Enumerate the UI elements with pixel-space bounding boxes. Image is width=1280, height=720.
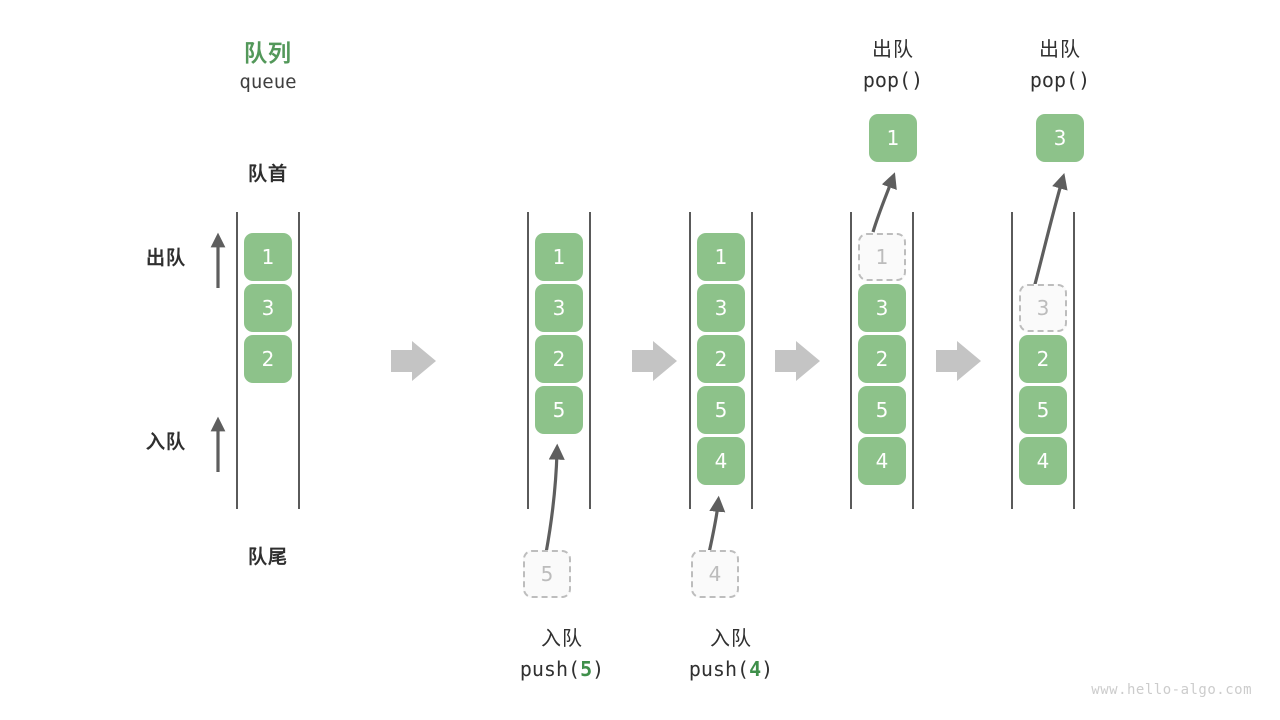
rail-right [1073,212,1075,509]
queue-column-push4: 1 3 2 5 4 [689,212,753,509]
push-arrow-4 [707,495,726,554]
queue-cell: 5 [858,386,906,434]
rail-left [850,212,852,509]
step-arrow-4 [936,341,981,381]
label-front: 队首 [247,163,288,185]
code-suffix: ) [761,657,774,681]
queue-cell: 1 [244,233,292,281]
rail-left [527,212,529,509]
caption-push5-code: push(5) [487,657,637,681]
caption-pop3-code: pop() [985,68,1135,92]
code-arg: 4 [749,657,762,681]
code-suffix: ) [592,657,605,681]
queue-cell: 3 [535,284,583,332]
incoming-cell-4: 4 [691,550,739,598]
label-enqueue-side: 入队 [146,431,187,453]
incoming-cell-5: 5 [523,550,571,598]
queue-cell: 5 [1019,386,1067,434]
queue-cell: 5 [697,386,745,434]
queue-column-pop1: 1 3 2 5 4 [850,212,914,509]
code-prefix: pop( [862,68,912,92]
queue-cell: 3 [244,284,292,332]
queue-cell: 2 [535,335,583,383]
queue-cell: 2 [1019,335,1067,383]
diagram-title-en: queue [239,71,297,93]
caption-pop1-cn: 出队 [872,37,914,61]
queue-cell: 2 [858,335,906,383]
queue-column-initial: 1 3 2 [236,212,300,509]
outgoing-cell-3: 3 [1036,114,1084,162]
queue-cell: 1 [697,233,745,281]
rail-left [1011,212,1013,509]
code-prefix: push( [519,657,581,681]
step-arrow-2 [632,341,677,381]
queue-cell: 2 [244,335,292,383]
queue-column-push5: 1 3 2 5 [527,212,591,509]
watermark: www.hello-algo.com [1091,682,1252,698]
code-suffix: ) [911,68,924,92]
rail-right [912,212,914,509]
queue-column-pop3: 3 2 5 4 [1011,212,1075,509]
queue-cell: 4 [697,437,745,485]
diagram-title-cn: 队列 [244,41,292,67]
rail-right [298,212,300,509]
step-arrow-1 [391,341,436,381]
queue-cell: 3 [858,284,906,332]
queue-cell-vacated: 1 [858,233,906,281]
queue-cell: 5 [535,386,583,434]
queue-cell: 4 [1019,437,1067,485]
queue-cell: 2 [697,335,745,383]
rail-right [751,212,753,509]
caption-pop3-cn: 出队 [1039,37,1081,61]
caption-push4-cn: 入队 [710,626,752,650]
rail-left [236,212,238,509]
code-prefix: push( [688,657,750,681]
code-suffix: ) [1078,68,1091,92]
queue-cell: 3 [697,284,745,332]
label-rear: 队尾 [247,546,288,568]
code-prefix: pop( [1029,68,1079,92]
caption-pop1-code: pop() [818,68,968,92]
outgoing-cell-1: 1 [869,114,917,162]
queue-cell: 4 [858,437,906,485]
caption-push4-code: push(4) [656,657,806,681]
code-arg: 5 [580,657,593,681]
caption-push5-cn: 入队 [541,626,583,650]
queue-cell: 1 [535,233,583,281]
label-dequeue-side: 出队 [146,247,187,269]
queue-cell-vacated: 3 [1019,284,1067,332]
step-arrow-3 [775,341,820,381]
rail-left [689,212,691,509]
rail-right [589,212,591,509]
